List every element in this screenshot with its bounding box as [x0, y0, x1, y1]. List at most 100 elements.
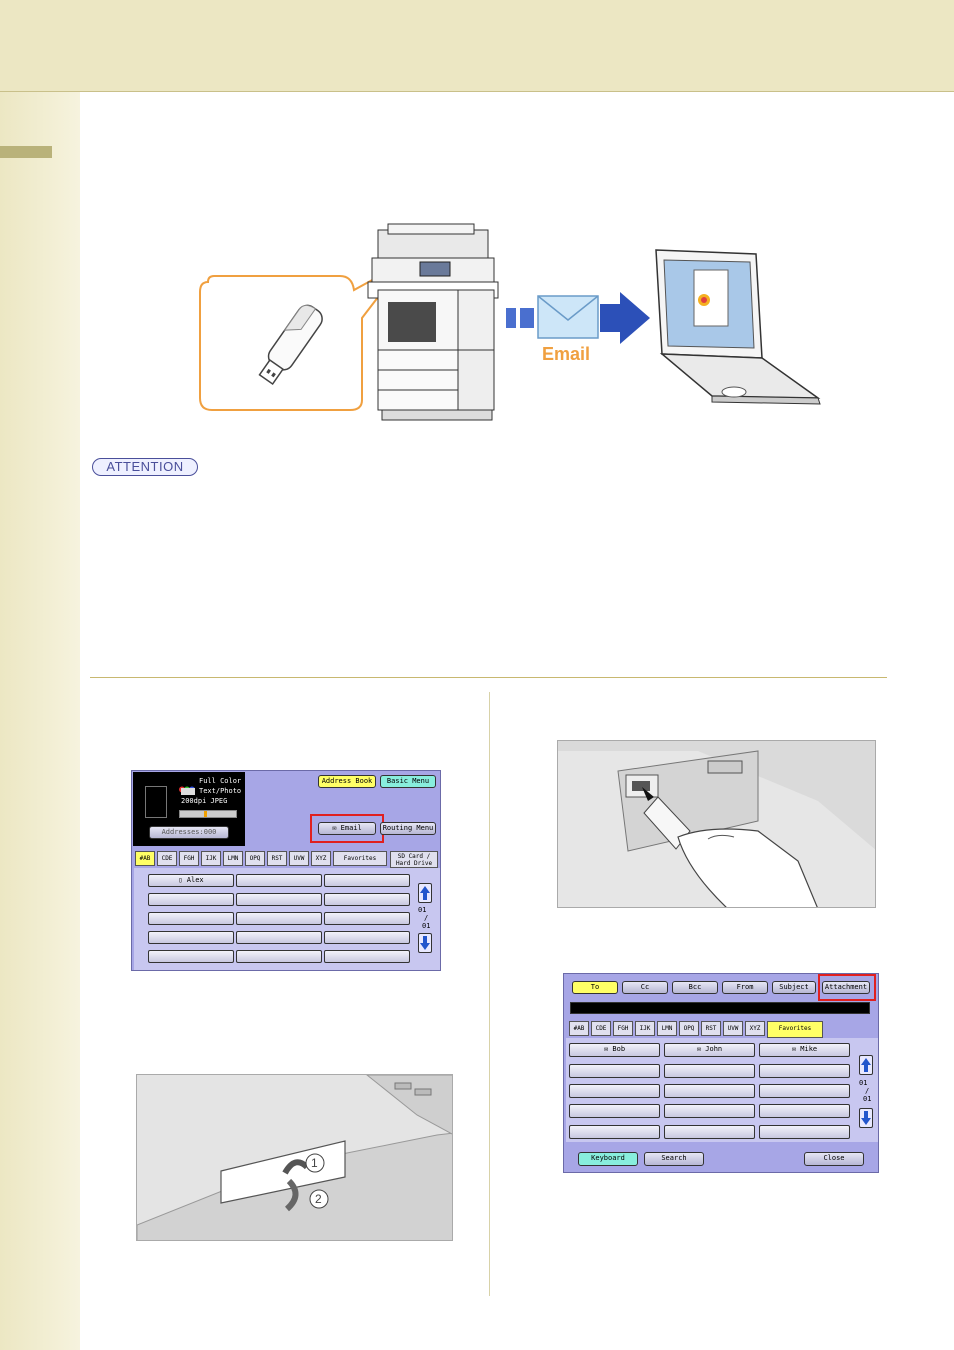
callout-2: 2 [315, 1192, 322, 1206]
page-indicator-separator: / [424, 914, 429, 922]
tab-lmn[interactable]: LMN [657, 1021, 677, 1036]
email-mode-screen: Full Color Text/Photo 200dpi JPEG Addres… [131, 770, 441, 971]
page-indicator-bottom: 01 [422, 922, 431, 930]
tab-ijk[interactable]: IJK [201, 851, 221, 866]
tab-favorites[interactable]: Favorites [333, 851, 387, 866]
email-button[interactable]: ✉ Email [318, 822, 376, 835]
scroll-down-button[interactable] [859, 1108, 873, 1128]
address-entry[interactable] [236, 912, 322, 925]
address-entry[interactable] [148, 893, 234, 906]
side-band [0, 92, 80, 1350]
bcc-button[interactable]: Bcc [672, 981, 718, 994]
tab-uvw[interactable]: UVW [289, 851, 309, 866]
page-indicator-bottom: 01 [863, 1095, 872, 1103]
tab-cde[interactable]: CDE [157, 851, 177, 866]
address-entry[interactable] [324, 950, 410, 963]
tab-cde[interactable]: CDE [591, 1021, 611, 1036]
scroll-down-button[interactable] [418, 933, 432, 953]
slot-cover-photo: 1 2 [136, 1074, 453, 1241]
to-button[interactable]: To [572, 981, 618, 994]
address-book-button[interactable]: Address Book [318, 775, 376, 788]
page-indicator-separator: / [865, 1087, 870, 1095]
address-entry[interactable] [236, 950, 322, 963]
address-entry[interactable] [148, 912, 234, 925]
from-button[interactable]: From [722, 981, 768, 994]
address-entry[interactable] [324, 874, 410, 887]
tab-ab[interactable]: #AB [135, 851, 155, 866]
address-entry-alex[interactable]: ▯ Alex [148, 874, 234, 887]
tab-favorites[interactable]: Favorites [767, 1021, 823, 1038]
favorite-entry-label: John [705, 1045, 723, 1053]
scroll-up-button[interactable] [859, 1055, 873, 1075]
addresses-count-button[interactable]: Addresses:000 [149, 826, 229, 839]
favorite-entry[interactable] [569, 1104, 660, 1118]
address-entry[interactable] [236, 874, 322, 887]
arrow-stub-1 [506, 308, 516, 328]
tab-opq[interactable]: OPQ [679, 1021, 699, 1036]
tab-hard-drive-label: Hard Drive [395, 860, 433, 867]
subject-button[interactable]: Subject [772, 981, 816, 994]
favorite-entry[interactable] [569, 1125, 660, 1139]
address-entry[interactable] [324, 912, 410, 925]
address-entry-label: Alex [186, 876, 204, 884]
close-button[interactable]: Close [804, 1152, 864, 1166]
tab-uvw[interactable]: UVW [723, 1021, 743, 1036]
favorite-entry-john[interactable]: ✉ John [664, 1043, 755, 1057]
address-entry[interactable] [324, 931, 410, 944]
multifunction-printer [367, 223, 499, 421]
routing-menu-button[interactable]: Routing Menu [380, 822, 436, 835]
scroll-up-button[interactable] [418, 883, 432, 903]
address-entry[interactable] [148, 950, 234, 963]
address-input-field[interactable] [570, 1002, 870, 1014]
favorite-entry[interactable] [664, 1104, 755, 1118]
favorite-entry[interactable] [569, 1064, 660, 1078]
address-entry[interactable] [148, 931, 234, 944]
email-button-highlight [310, 814, 384, 843]
tab-xyz[interactable]: XYZ [311, 851, 331, 866]
tab-rst[interactable]: RST [701, 1021, 721, 1036]
favorite-entry[interactable] [759, 1125, 850, 1139]
keyboard-button[interactable]: Keyboard [578, 1152, 638, 1166]
favorite-entry[interactable] [569, 1084, 660, 1098]
tab-ijk[interactable]: IJK [635, 1021, 655, 1036]
favorite-entry[interactable] [759, 1104, 850, 1118]
section-divider [90, 677, 887, 678]
tab-lmn[interactable]: LMN [223, 851, 243, 866]
tab-fgh[interactable]: FGH [179, 851, 199, 866]
tab-fgh[interactable]: FGH [613, 1021, 633, 1036]
cc-button[interactable]: Cc [622, 981, 668, 994]
address-entry[interactable] [324, 893, 410, 906]
favorite-entry-bob[interactable]: ✉ Bob [569, 1043, 660, 1057]
section-marker [0, 146, 52, 158]
device-icon: ▯ [178, 876, 187, 884]
favorite-entry[interactable] [664, 1064, 755, 1078]
down-arrow-icon [420, 936, 430, 950]
attention-badge: ATTENTION [92, 458, 198, 476]
favorite-entry[interactable] [759, 1084, 850, 1098]
search-button[interactable]: Search [644, 1152, 704, 1166]
send-arrow-icon [600, 292, 650, 344]
laptop-icon [655, 249, 821, 405]
favorite-entry[interactable] [759, 1064, 850, 1078]
favorite-entry-label: Mike [800, 1045, 818, 1053]
address-entry[interactable] [236, 893, 322, 906]
address-entry[interactable] [236, 931, 322, 944]
tab-sd-card-label: SD Card / [397, 853, 431, 860]
original-type-label: Text/Photo [199, 787, 242, 795]
basic-menu-button[interactable]: Basic Menu [380, 775, 436, 788]
tab-xyz[interactable]: XYZ [745, 1021, 765, 1036]
favorite-entry-mike[interactable]: ✉ Mike [759, 1043, 850, 1057]
tab-opq[interactable]: OPQ [245, 851, 265, 866]
favorite-entry[interactable] [664, 1125, 755, 1139]
contrast-slider[interactable] [179, 810, 237, 818]
callout-1: 1 [311, 1156, 318, 1170]
contrast-slider-knob [204, 811, 207, 817]
tab-sd-card-hard-drive[interactable]: SD Card / Hard Drive [390, 851, 438, 868]
tab-rst[interactable]: RST [267, 851, 287, 866]
page-indicator-top: 01 [418, 906, 427, 914]
favorite-entry[interactable] [664, 1084, 755, 1098]
column-divider [489, 692, 490, 1296]
tab-ab[interactable]: #AB [569, 1021, 589, 1036]
favorite-entry-label: Bob [612, 1045, 626, 1053]
attachment-button[interactable]: Attachment [822, 981, 870, 994]
